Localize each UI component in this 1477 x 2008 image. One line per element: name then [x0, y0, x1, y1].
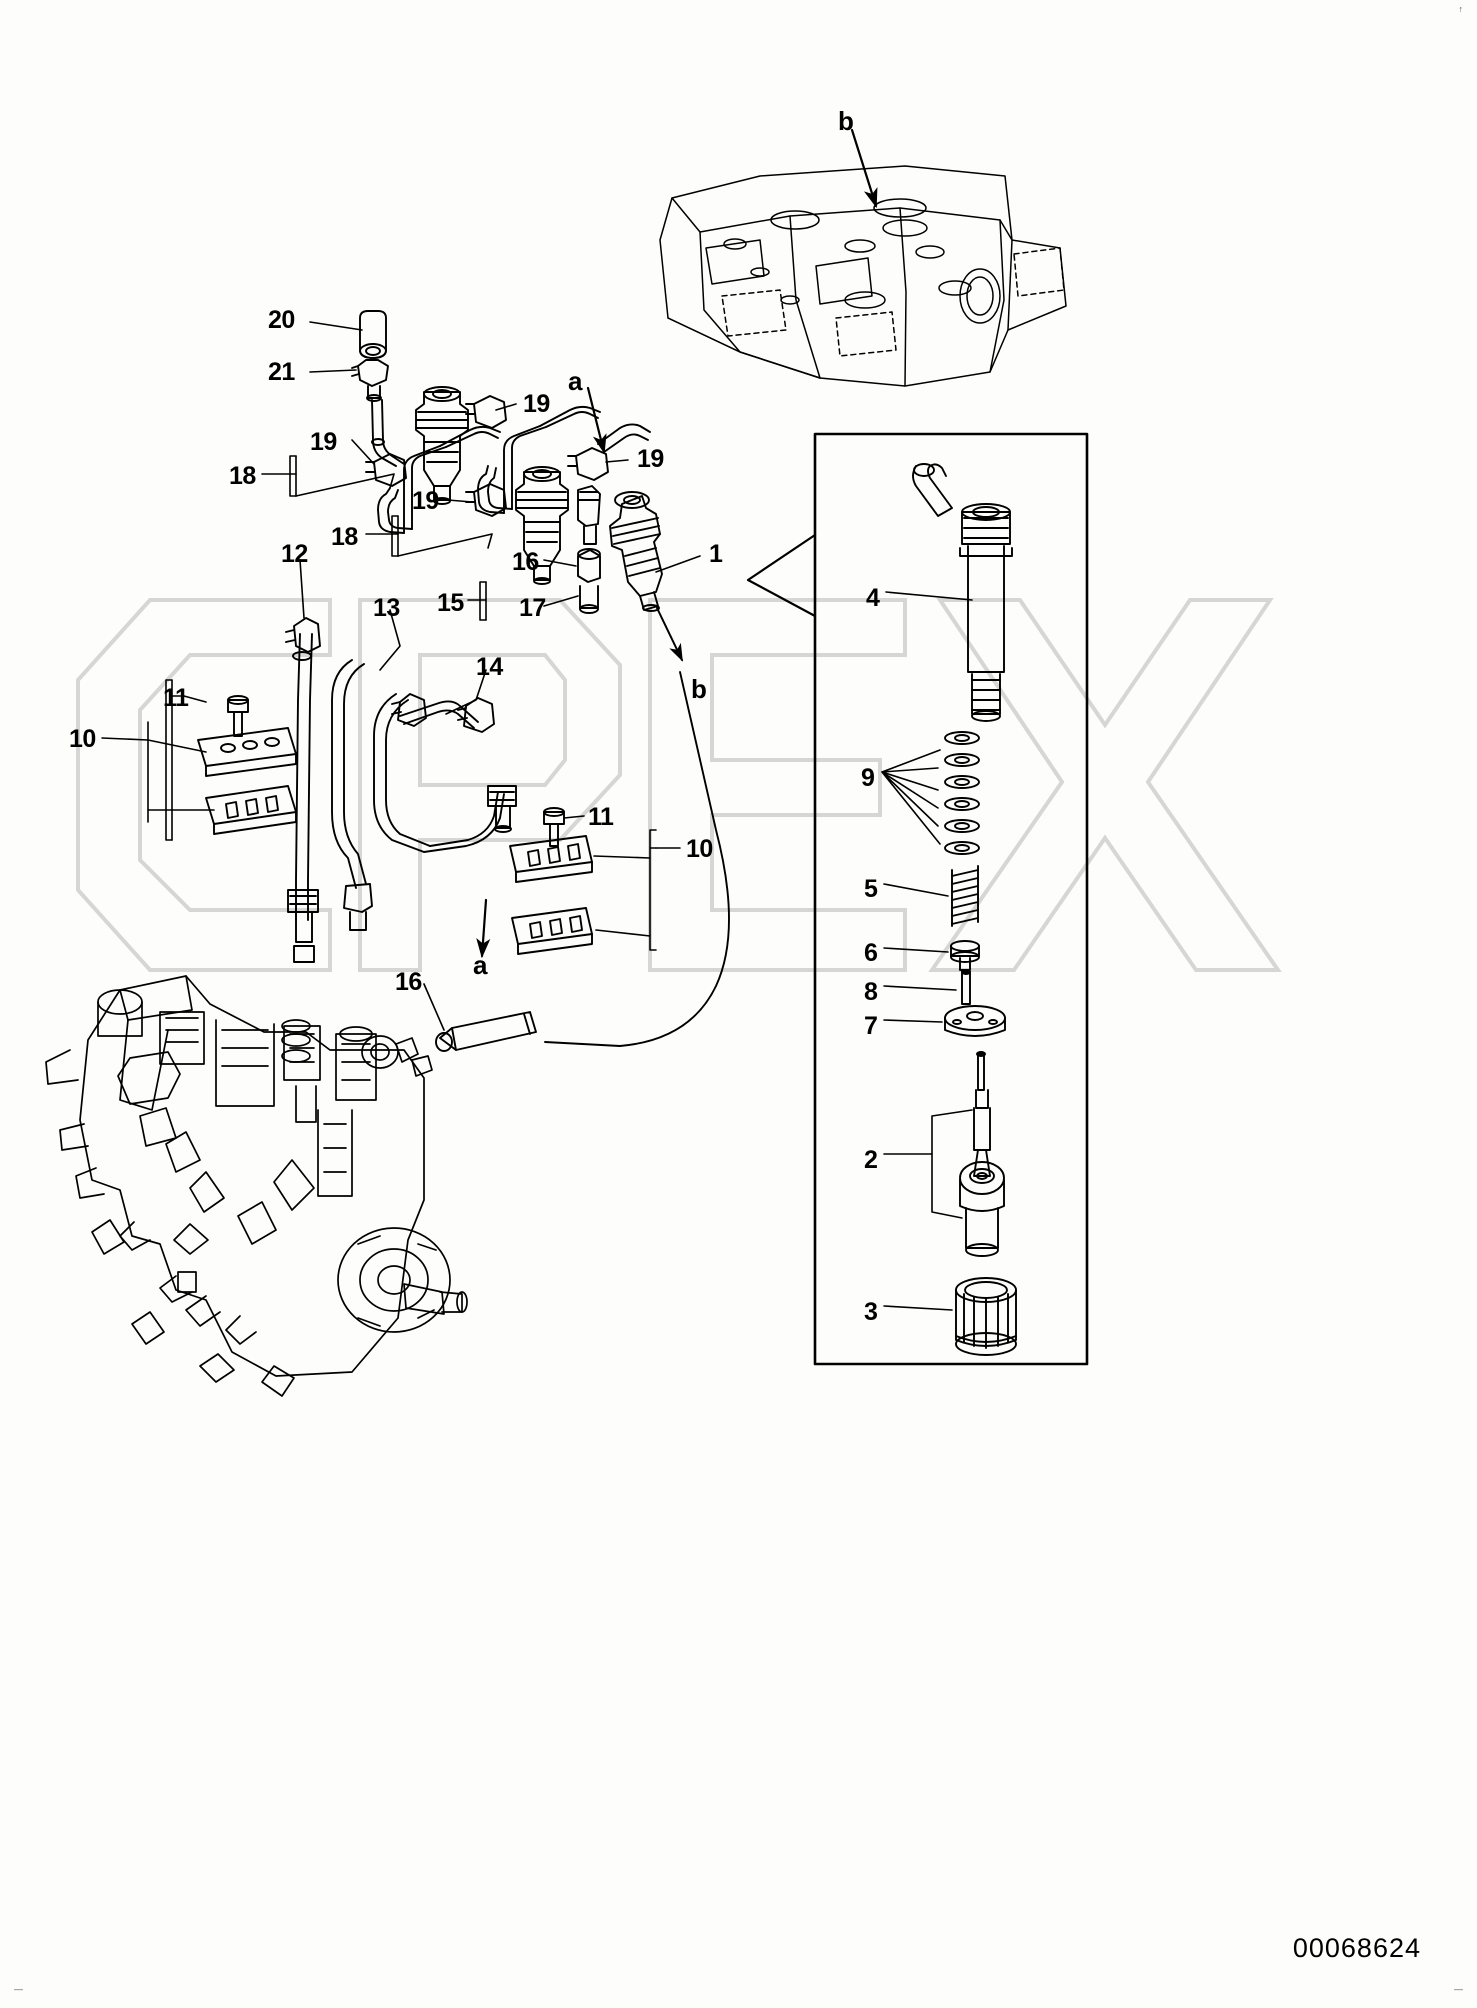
- section-mark-b-top: b: [838, 106, 854, 136]
- callout-17: 17: [519, 594, 546, 622]
- callout-3: 3: [864, 1298, 878, 1326]
- part-19-clamp-d: [567, 447, 609, 481]
- callout-11-a: 11: [163, 684, 189, 712]
- corner-mark-top-right: ↑: [1458, 4, 1464, 14]
- part-4-nozzle-holder: [912, 463, 1013, 722]
- bolt-11-right: [543, 807, 565, 847]
- clamp-plate-upper-left: [197, 727, 297, 777]
- callout-18-a: 18: [229, 462, 256, 490]
- callout-1: 1: [709, 540, 723, 568]
- callout-19-c: 19: [637, 445, 664, 473]
- callout-19-b: 19: [310, 428, 337, 456]
- callout-9: 9: [861, 764, 875, 792]
- callout-16-b: 16: [395, 968, 422, 996]
- callout-5: 5: [864, 875, 878, 903]
- cylinder-head-inset: [659, 165, 1067, 387]
- callout-12: 12: [281, 540, 308, 568]
- callout-11-b: 11: [588, 803, 614, 831]
- clamp-plate-upper-right: [509, 835, 593, 883]
- part-19-clamp-b: [465, 395, 507, 429]
- fuel-injection-pump: [45, 975, 468, 1397]
- section-mark-b-mid: b: [691, 674, 707, 704]
- part-16-connector-lower: [435, 1011, 537, 1052]
- callout-19-a: 19: [523, 390, 550, 418]
- part-8-pin: [961, 969, 971, 1005]
- part-2-nozzle-assembly: [959, 1051, 1005, 1257]
- part-19-clamp-c: [465, 483, 507, 517]
- callout-14: 14: [476, 653, 503, 681]
- clamp-plate-lower-left: [205, 785, 297, 835]
- callout-16-a: 16: [512, 548, 539, 576]
- callout-4: 4: [866, 584, 880, 612]
- part-16-connector-top: [577, 548, 601, 614]
- section-mark-a-mid: a: [473, 950, 488, 980]
- callout-15: 15: [437, 589, 464, 617]
- part-6-seat: [950, 940, 980, 971]
- callout-7: 7: [864, 1012, 878, 1040]
- section-mark-a-top: a: [568, 366, 583, 396]
- corner-mark-bottom-left: —: [14, 1984, 23, 1994]
- callout-8: 8: [864, 978, 878, 1006]
- callout-10-b: 10: [686, 835, 713, 863]
- exploded-injector-parts: [912, 463, 1017, 1356]
- callout-19-d: 19: [412, 487, 439, 515]
- injector-right-item1: [609, 491, 663, 612]
- bolt-11-upper: [227, 695, 249, 737]
- part-21-fitting: [351, 359, 389, 402]
- part-5-spring: [951, 865, 979, 927]
- part-9-shims: [944, 731, 980, 855]
- callout-13: 13: [373, 594, 400, 622]
- callout-2: 2: [864, 1146, 878, 1174]
- part-7-spacer: [944, 1005, 1006, 1037]
- callout-10-a: 10: [69, 725, 96, 753]
- part-20-cap: [359, 310, 387, 359]
- part-3-retaining-nut: [955, 1277, 1017, 1356]
- figure-number: 00068624: [1292, 1933, 1421, 1963]
- callout-20: 20: [268, 306, 295, 334]
- part-19-clamp-a: [365, 453, 407, 487]
- injector-detail-box: [813, 432, 1089, 1366]
- corner-mark-bottom-right: —: [1454, 1984, 1463, 1994]
- clamp-plate-lower-right: [511, 907, 593, 955]
- part-17-pipe: [577, 485, 601, 545]
- callout-6: 6: [864, 939, 878, 967]
- cpex-watermark: [76, 598, 1282, 972]
- callout-18-b: 18: [331, 523, 358, 551]
- callout-21: 21: [268, 358, 295, 386]
